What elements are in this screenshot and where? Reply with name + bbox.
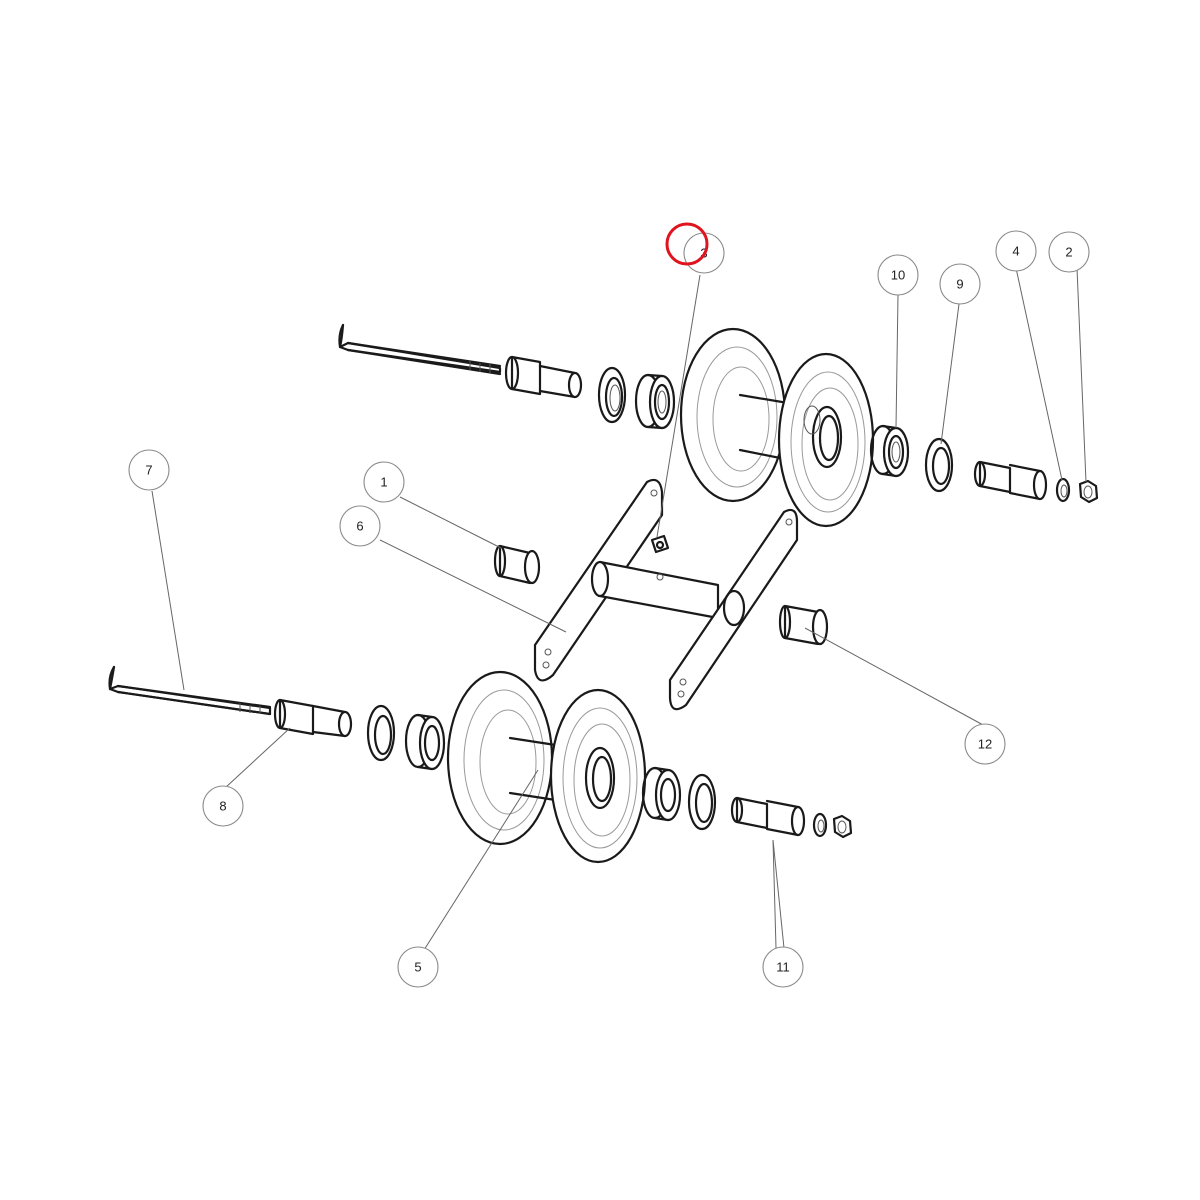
lower-washer — [812, 812, 828, 838]
upper-seal-left — [597, 366, 627, 424]
callout-6: 6 — [339, 505, 381, 547]
swing-arm-frame — [533, 478, 799, 711]
lower-spacer-right — [730, 796, 806, 837]
upper-spacer-right — [973, 460, 1048, 501]
lower-wheel-assembly — [446, 670, 647, 864]
callout-label: 4 — [1012, 244, 1019, 259]
upper-seal-right — [924, 437, 954, 493]
callout-label: 5 — [414, 960, 421, 975]
highlight-marker-circle — [665, 222, 709, 266]
callout-8: 8 — [202, 785, 244, 827]
upper-bearing-left — [634, 373, 676, 430]
callout-1: 1 — [363, 461, 405, 503]
lower-seal-left — [366, 704, 396, 762]
callout-label: 2 — [1065, 245, 1072, 260]
lower-bearing-right — [641, 766, 682, 822]
upper-axle-bolt — [338, 323, 502, 376]
leader-lines — [151, 267, 1087, 951]
lower-spacer-left — [273, 698, 353, 738]
upper-nut — [1078, 479, 1099, 504]
callout-label: 8 — [219, 799, 226, 814]
callout-4: 4 — [995, 230, 1037, 272]
upper-bearing-right — [869, 424, 910, 478]
upper-wheel-assembly — [679, 327, 875, 528]
callout-7: 7 — [128, 449, 170, 491]
upper-spacer-left — [504, 355, 583, 399]
callout-label: 1 — [380, 475, 387, 490]
bushing-12 — [778, 604, 829, 646]
lower-seal-right — [687, 773, 717, 831]
callout-9: 9 — [939, 263, 981, 305]
callout-label: 10 — [891, 268, 905, 283]
lower-bearing-left — [404, 713, 446, 771]
callout-label: 6 — [356, 519, 363, 534]
lower-axle-bolt — [108, 665, 272, 716]
callout-10: 10 — [877, 254, 919, 296]
upper-washer — [1055, 477, 1071, 503]
callout-label: 7 — [145, 463, 152, 478]
bushing-1 — [493, 544, 541, 585]
callout-label: 11 — [776, 960, 790, 975]
lower-nut — [832, 814, 853, 839]
callout-12: 12 — [964, 723, 1006, 765]
callout-5: 5 — [397, 946, 439, 988]
callout-label: 9 — [956, 277, 963, 292]
callout-11: 11 — [762, 946, 804, 988]
callout-label: 12 — [978, 737, 992, 752]
callout-2: 2 — [1048, 231, 1090, 273]
